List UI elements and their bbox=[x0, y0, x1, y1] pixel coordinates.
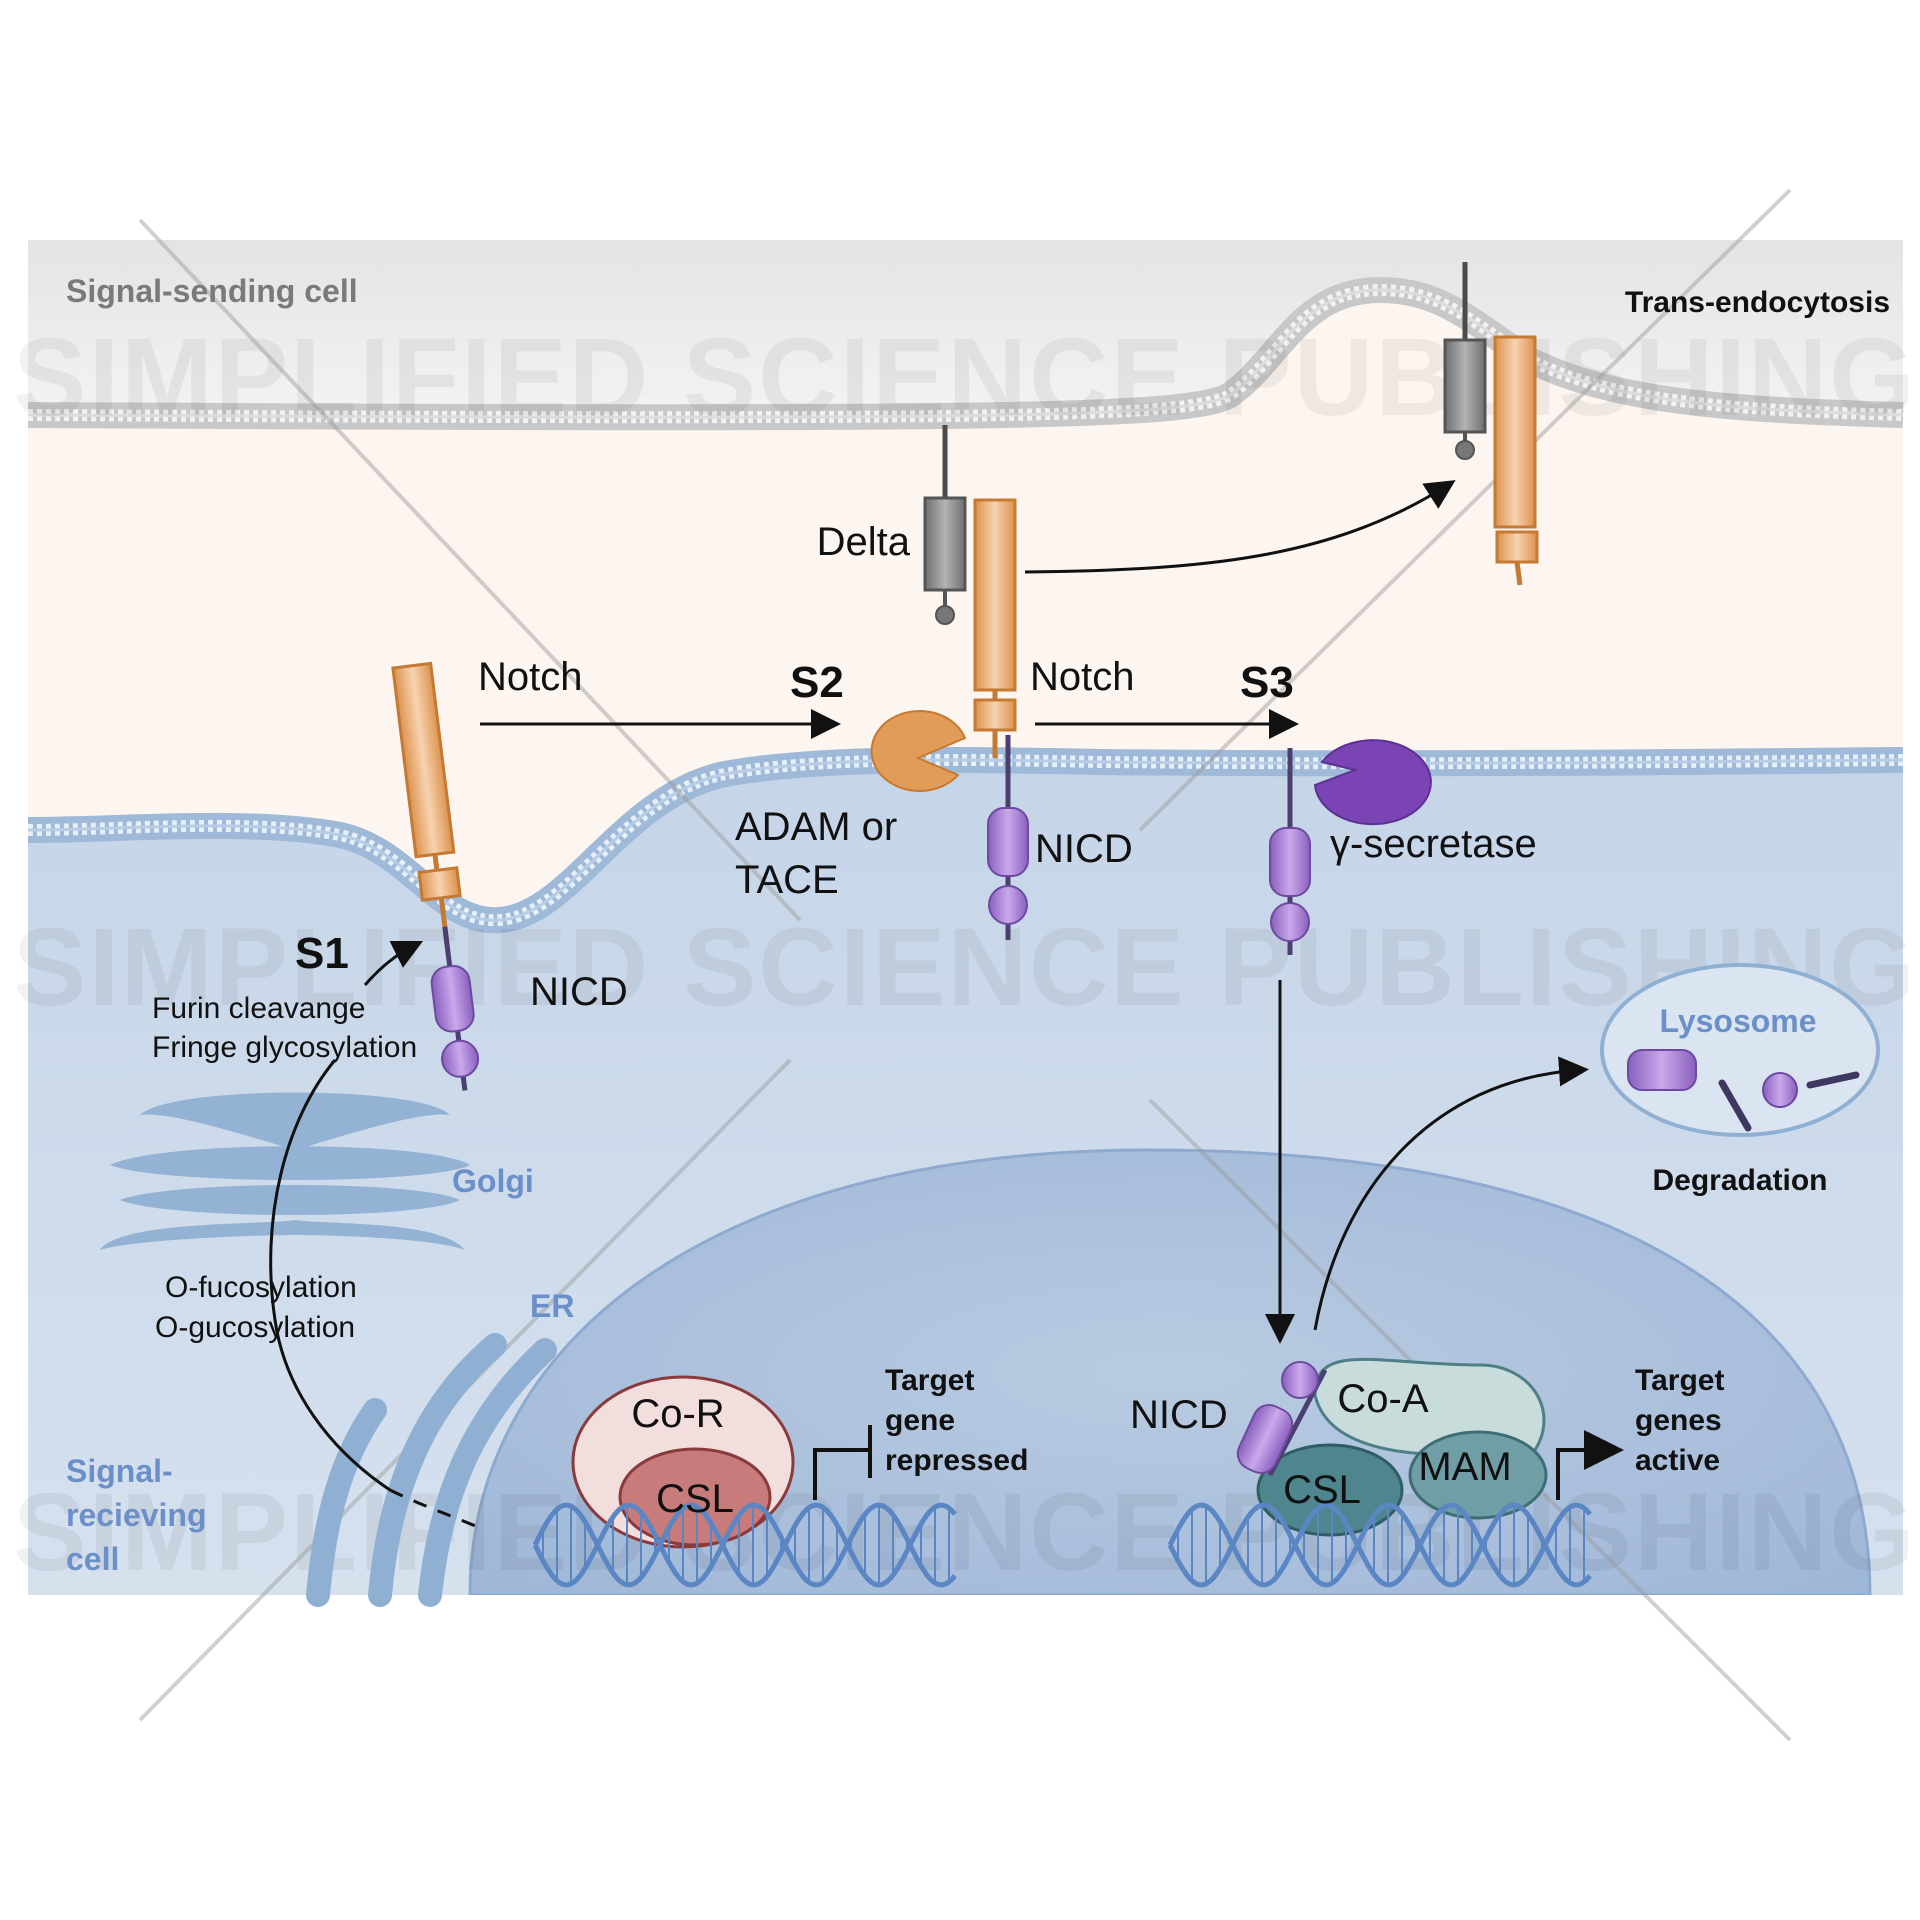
golgi-apparatus bbox=[100, 1092, 470, 1250]
er-label: ER bbox=[530, 1288, 574, 1324]
nicd-nuclear-domain bbox=[1236, 1403, 1294, 1475]
nicd-fragment bbox=[1627, 1049, 1697, 1091]
notch-label-1: Notch bbox=[478, 655, 583, 699]
signal-sending-cell bbox=[28, 240, 1903, 418]
adam-tace-label-line2: TACE bbox=[735, 858, 839, 902]
nicd-nuclear-knob bbox=[1281, 1361, 1319, 1399]
dna-repressed bbox=[532, 1502, 957, 1588]
svg-text:SIMPLIFIED SCIENCE PUBLISHING: SIMPLIFIED SCIENCE PUBLISHING bbox=[13, 1471, 1917, 1594]
trans-endocytosis-label: Trans-endocytosis bbox=[1625, 286, 1890, 319]
signal-receiving-label-line1: Signal- bbox=[66, 1453, 173, 1489]
s1-label: S1 bbox=[295, 929, 349, 978]
svg-text:SIMPLIFIED SCIENCE PUBLISHING: SIMPLIFIED SCIENCE PUBLISHING bbox=[13, 906, 1917, 1029]
target-repressed-line3: repressed bbox=[885, 1444, 1028, 1477]
adam-tace-label-line1: ADAM or bbox=[735, 805, 897, 849]
s3-label: S3 bbox=[1240, 658, 1294, 707]
peptide-fragment bbox=[1806, 1071, 1860, 1089]
degradation-arrow bbox=[1313, 1056, 1589, 1331]
target-active-line1: Target bbox=[1635, 1364, 1724, 1397]
mam-label: MAM bbox=[1418, 1445, 1511, 1489]
notch-extracellular-endocytosed bbox=[1493, 335, 1539, 586]
target-repressed-line2: gene bbox=[885, 1404, 955, 1437]
csl-active-label: CSL bbox=[1283, 1468, 1361, 1512]
s2-label: S2 bbox=[790, 658, 844, 707]
signal-receiving-label-line3: cell bbox=[66, 1541, 119, 1577]
svg-text:SIMPLIFIED SCIENCE PUBLISHING: SIMPLIFIED SCIENCE PUBLISHING bbox=[13, 316, 1917, 439]
notch-receptor-s1 bbox=[391, 661, 480, 1091]
s1-arrow bbox=[363, 940, 424, 986]
activator-complex bbox=[1236, 1357, 1548, 1537]
target-repressed-line1: Target bbox=[885, 1364, 974, 1397]
activation-arrow bbox=[1556, 1430, 1624, 1500]
notch-receptor-s3 bbox=[1269, 748, 1311, 955]
notch-label-2: Notch bbox=[1030, 655, 1135, 699]
fringe-glycosylation-label: Fringe glycosylation bbox=[152, 1031, 417, 1064]
target-active-line3: active bbox=[1635, 1444, 1720, 1477]
gamma-secretase-label: γ-secretase bbox=[1330, 822, 1537, 866]
lysosome-label: Lysosome bbox=[1659, 1003, 1816, 1039]
csl-repressed-label: CSL bbox=[656, 1477, 734, 1521]
trans-endocytosis-arrow bbox=[1024, 480, 1456, 574]
endoplasmic-reticulum bbox=[306, 1333, 557, 1607]
nicd-label-2: NICD bbox=[1035, 827, 1133, 871]
target-active-line2: genes bbox=[1635, 1404, 1722, 1437]
dna-active bbox=[1167, 1502, 1592, 1588]
gamma-secretase-enzyme bbox=[1313, 739, 1432, 826]
golgi-label: Golgi bbox=[452, 1163, 534, 1199]
delta-label: Delta bbox=[817, 520, 911, 564]
receiving-cell-membrane bbox=[27, 746, 1904, 934]
nicd-label-1: NICD bbox=[530, 970, 628, 1014]
adam-tace-protease bbox=[870, 710, 967, 792]
golgi-er-trafficking-path bbox=[269, 1059, 391, 1492]
delta-ligand-endocytosed bbox=[1443, 262, 1487, 460]
er-trafficking-dashed bbox=[389, 1488, 486, 1532]
sending-cell-membrane bbox=[27, 276, 1904, 431]
repression-symbol bbox=[813, 1425, 872, 1500]
furin-cleavage-label: Furin cleavange bbox=[152, 992, 365, 1025]
co-r-label: Co-R bbox=[631, 1392, 724, 1436]
co-a-label: Co-A bbox=[1337, 1377, 1428, 1421]
delta-ligand bbox=[923, 425, 967, 625]
lysosome bbox=[1600, 963, 1880, 1137]
signal-sending-cell-label: Signal-sending cell bbox=[66, 273, 358, 309]
nicd-label-3: NICD bbox=[1130, 1393, 1228, 1437]
notch-receptor-s2 bbox=[973, 498, 1029, 940]
o-fucosylation-label: O-fucosylation bbox=[165, 1271, 357, 1304]
signal-receiving-label-line2: recieving bbox=[66, 1497, 207, 1533]
o-glucosylation-label: O-gucosylation bbox=[155, 1311, 355, 1344]
degradation-label: Degradation bbox=[1652, 1164, 1827, 1197]
nicd-fragment bbox=[1762, 1072, 1798, 1108]
peptide-fragment bbox=[1718, 1079, 1752, 1132]
